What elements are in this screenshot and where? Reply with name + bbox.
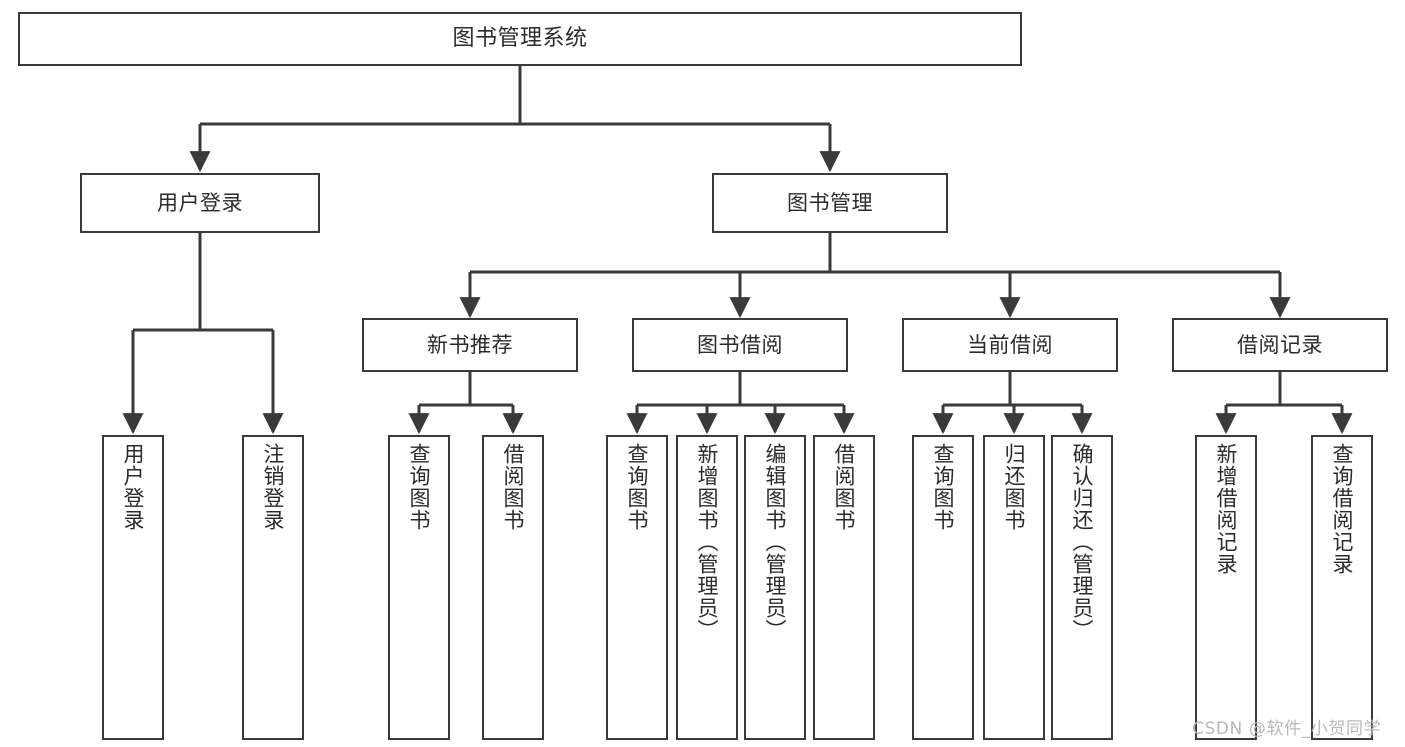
leaf-new-book-borrow[interactable]: 借阅图书 xyxy=(482,435,544,740)
node-borrow-record-label: 借阅记录 xyxy=(1237,332,1323,357)
node-current-borrow[interactable]: 当前借阅 xyxy=(902,318,1118,372)
leaf-new-book-query[interactable]: 查询图书 xyxy=(388,435,450,740)
node-user-login-label: 用户登录 xyxy=(157,190,243,215)
leaf-label: 查询图书 xyxy=(931,443,956,531)
leaf-label: 借阅图书 xyxy=(832,443,857,531)
leaf-label: 新增图书（管理员） xyxy=(695,443,720,641)
node-current-borrow-label: 当前借阅 xyxy=(967,332,1053,357)
leaf-current-confirm-return-admin[interactable]: 确认归还（管理员） xyxy=(1051,435,1113,740)
leaf-user-login-login[interactable]: 用户登录 xyxy=(102,435,164,740)
node-borrow-record[interactable]: 借阅记录 xyxy=(1172,318,1388,372)
leaf-label: 新增借阅记录 xyxy=(1214,443,1239,575)
node-book-management-label: 图书管理 xyxy=(787,190,873,215)
leaf-label: 查询图书 xyxy=(625,443,650,531)
leaf-borrow-borrow-book[interactable]: 借阅图书 xyxy=(813,435,875,740)
node-user-login[interactable]: 用户登录 xyxy=(80,173,320,233)
leaf-label: 借阅图书 xyxy=(501,443,526,531)
leaf-current-return-book[interactable]: 归还图书 xyxy=(983,435,1045,740)
leaf-label: 查询图书 xyxy=(407,443,432,531)
leaf-label: 归还图书 xyxy=(1002,443,1027,531)
node-book-borrow-label: 图书借阅 xyxy=(697,332,783,357)
leaf-borrow-query-book[interactable]: 查询图书 xyxy=(606,435,668,740)
node-new-book-recommend[interactable]: 新书推荐 xyxy=(362,318,578,372)
node-book-management[interactable]: 图书管理 xyxy=(712,173,948,233)
leaf-current-query-book[interactable]: 查询图书 xyxy=(912,435,974,740)
node-root-label: 图书管理系统 xyxy=(452,26,588,52)
leaf-label: 用户登录 xyxy=(121,443,146,531)
leaf-label: 编辑图书（管理员） xyxy=(763,443,788,641)
leaf-user-login-logout[interactable]: 注销登录 xyxy=(242,435,304,740)
leaf-borrow-edit-book-admin[interactable]: 编辑图书（管理员） xyxy=(744,435,806,740)
leaf-label: 查询借阅记录 xyxy=(1330,443,1355,575)
node-root[interactable]: 图书管理系统 xyxy=(18,12,1022,66)
watermark-text: CSDN @软件_小贺同学 xyxy=(1192,719,1382,739)
leaf-record-add-record[interactable]: 新增借阅记录 xyxy=(1195,435,1257,740)
leaf-label: 注销登录 xyxy=(261,443,286,531)
leaf-borrow-add-book-admin[interactable]: 新增图书（管理员） xyxy=(676,435,738,740)
node-book-borrow[interactable]: 图书借阅 xyxy=(632,318,848,372)
node-new-book-recommend-label: 新书推荐 xyxy=(427,332,513,357)
leaf-record-query-record[interactable]: 查询借阅记录 xyxy=(1311,435,1373,740)
leaf-label: 确认归还（管理员） xyxy=(1070,443,1095,641)
